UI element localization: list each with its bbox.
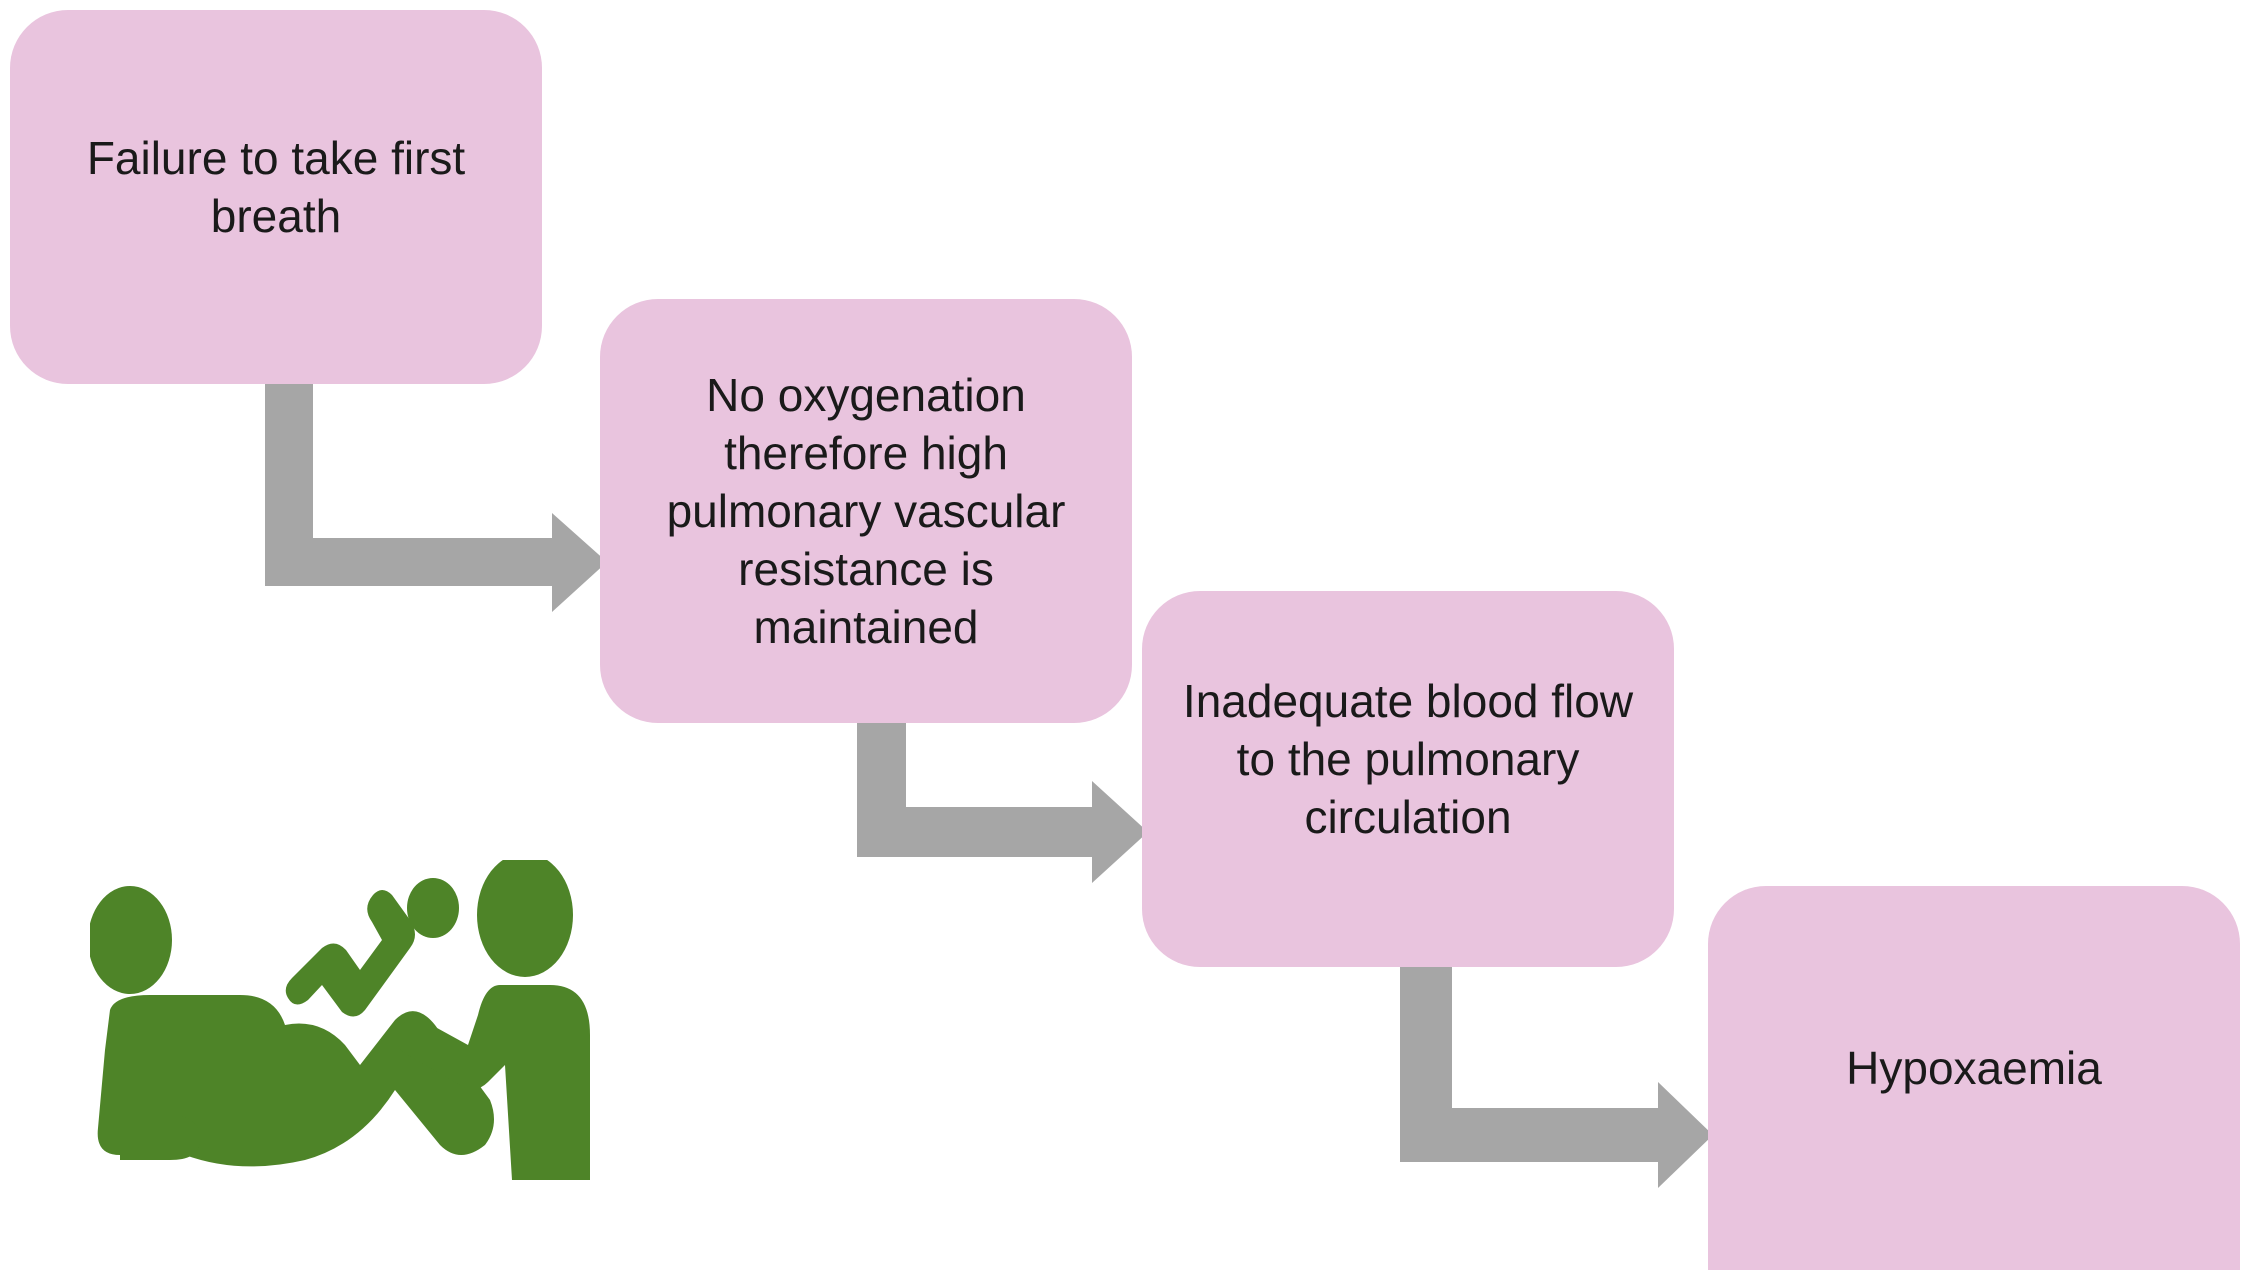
slide-title: Birth [962, 0, 1163, 14]
elbow-arrow-icon [1400, 967, 1713, 1188]
flow-step-inadequate-blood-flow: Inadequate blood flow to the pulmonary c… [1142, 591, 1674, 967]
elbow-arrow-icon [857, 723, 1148, 883]
flow-step-label: Inadequate blood flow to the pulmonary c… [1182, 675, 1634, 843]
flow-step-label: Hypoxaemia [1846, 1042, 2102, 1094]
flow-step-high-pulmonary-resistance: No oxygenation therefore high pulmonary … [600, 299, 1132, 723]
flow-step-label: No oxygenation therefore high pulmonary … [666, 369, 1066, 653]
flow-step-failure-to-take-first-breath: Failure to take first breath [10, 10, 542, 384]
elbow-arrow-icon [265, 384, 607, 612]
flow-step-label: Failure to take first breath [86, 132, 466, 242]
childbirth-pictogram-icon [90, 860, 590, 1180]
flow-step-hypoxaemia: Hypoxaemia [1708, 886, 2240, 1270]
